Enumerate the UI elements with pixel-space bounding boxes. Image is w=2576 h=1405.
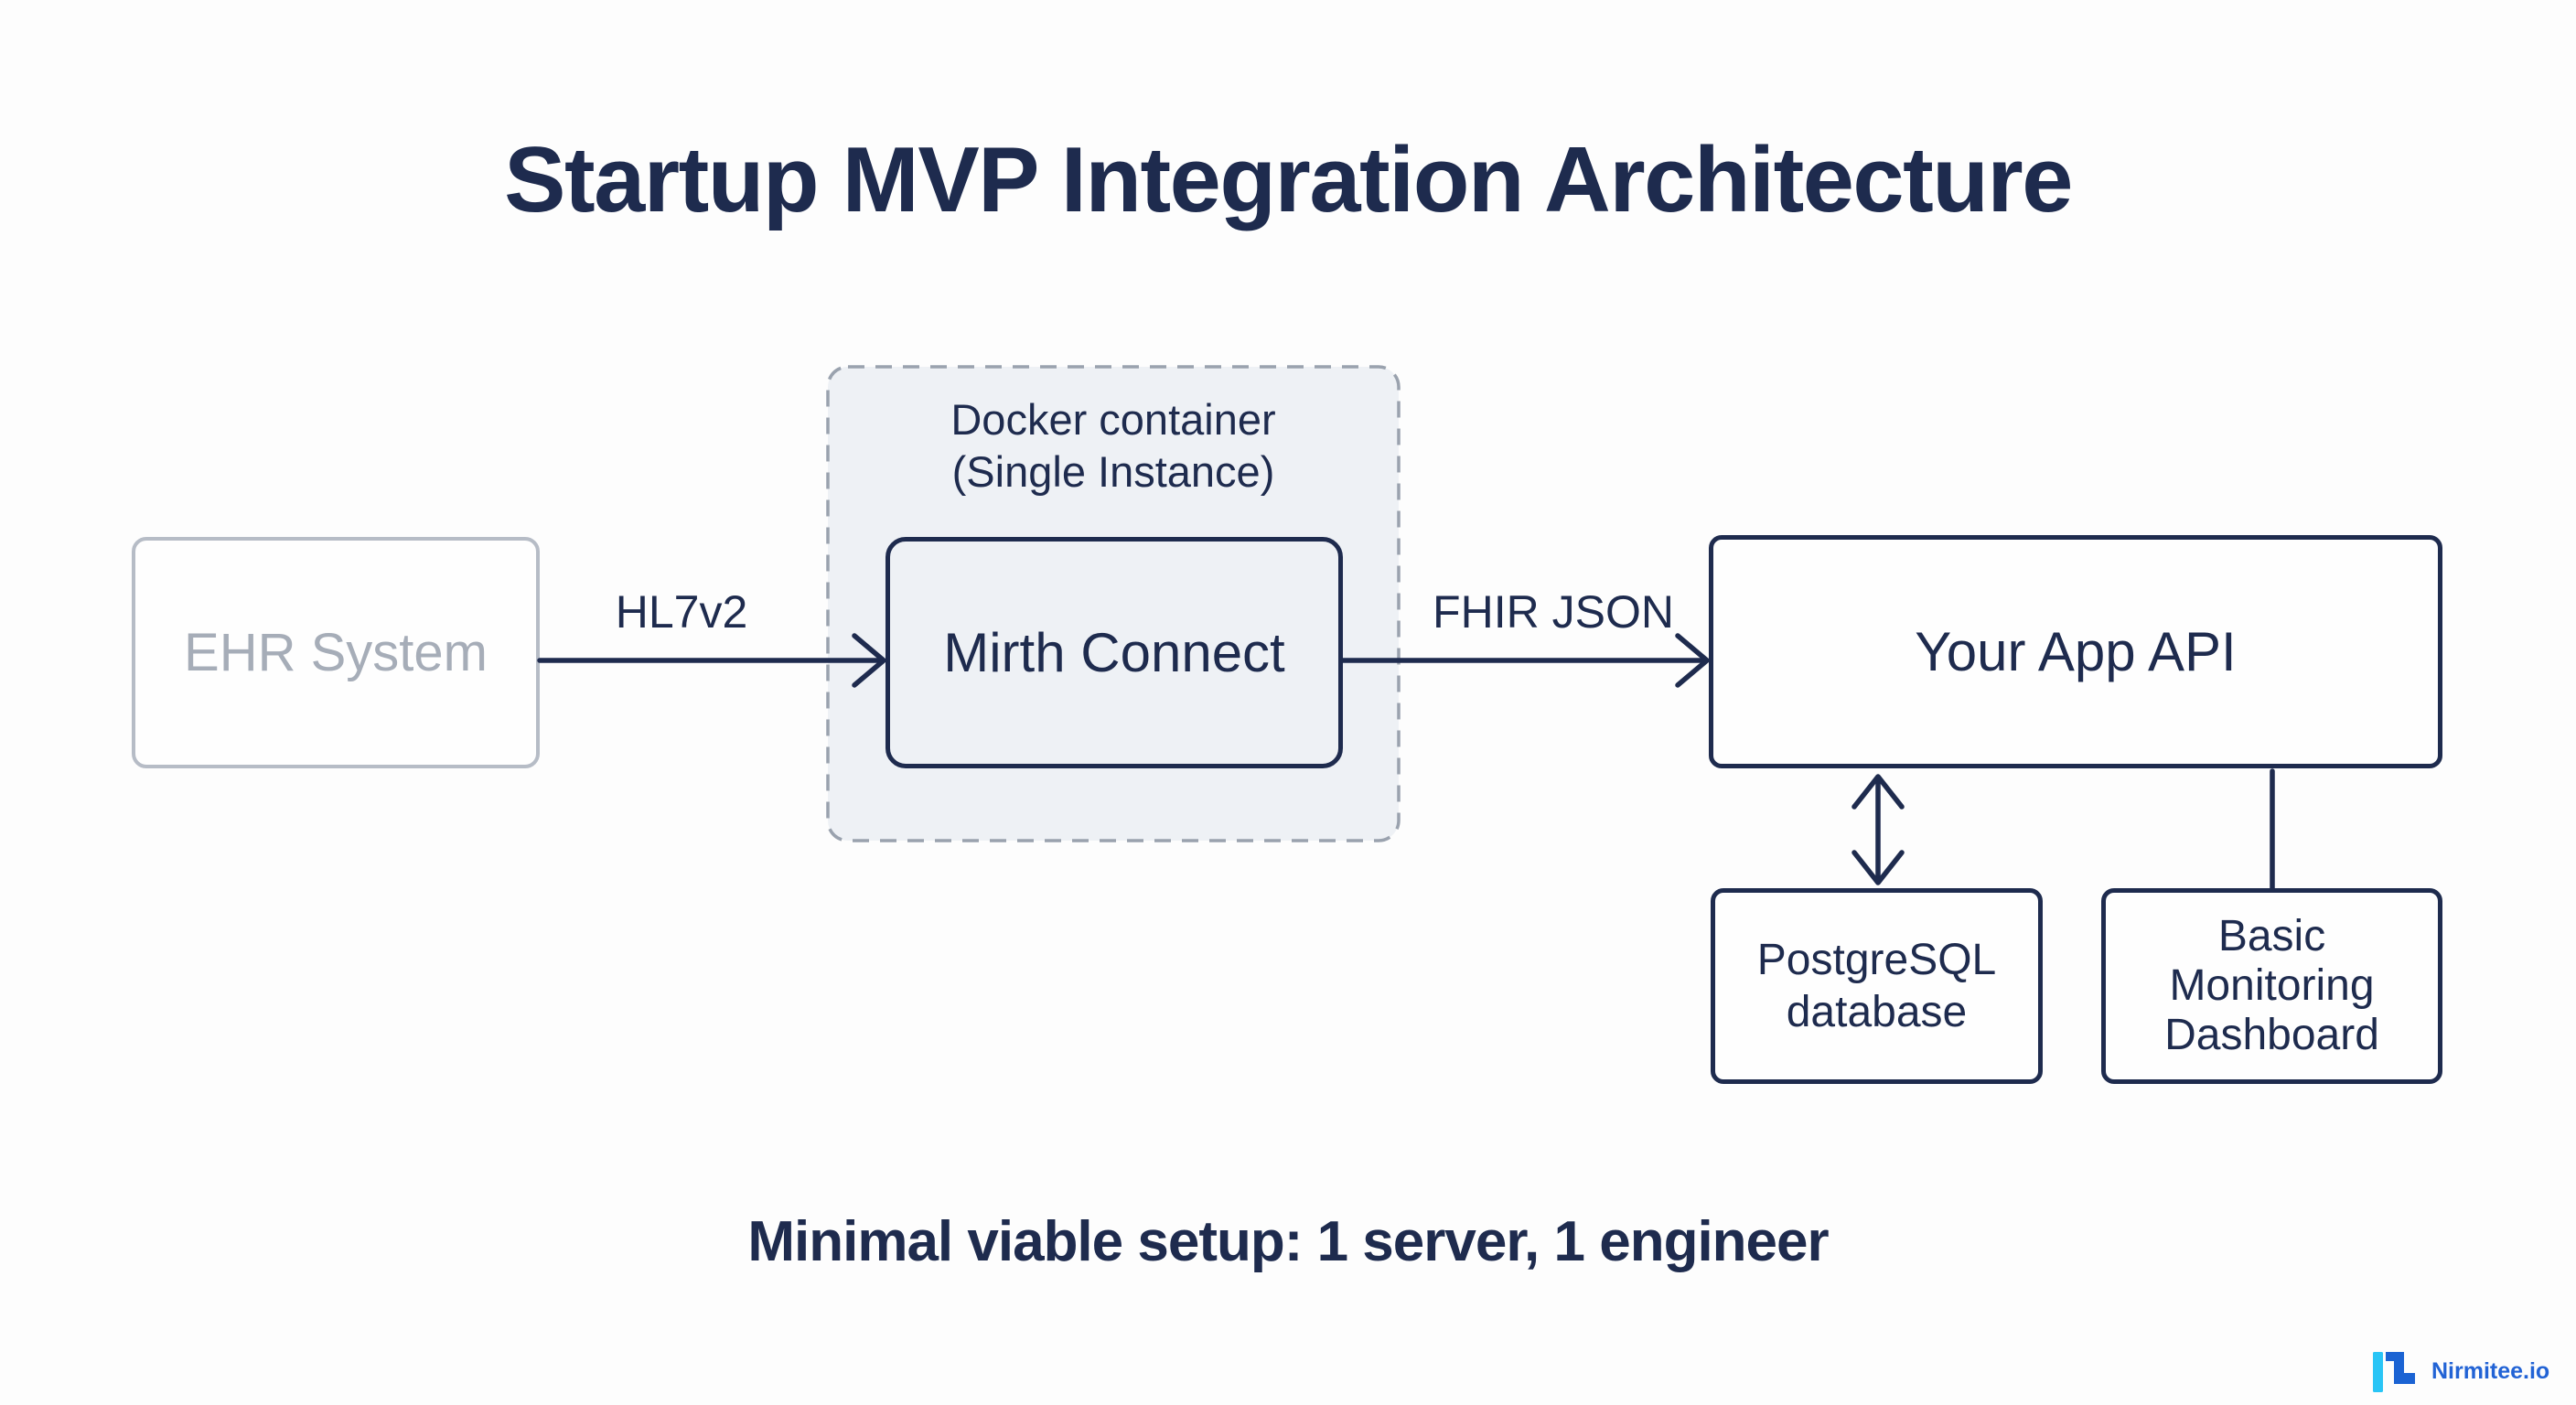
postgres-label-line1: PostgreSQL (1756, 936, 1997, 984)
page-title: Startup MVP Integration Architecture (504, 129, 2073, 231)
node-label-mirth-connect: Mirth Connect (943, 622, 1285, 683)
node-mirth-connect: Mirth Connect (886, 537, 1343, 768)
arrowhead-ehr-to-mirth (852, 633, 886, 688)
arrowhead-mirth-to-app (1675, 633, 1710, 688)
brand-name: Nirmitee.io (2431, 1357, 2550, 1384)
node-label-your-app-api: Your App API (1915, 621, 2237, 682)
node-label-ehr-system: EHR System (184, 623, 488, 682)
docker-container-label: Docker container (Single Instance) (826, 393, 1401, 498)
edge-label-fhir-json: FHIR JSON (1433, 586, 1674, 638)
arrowhead-app-to-postgres-up (1852, 774, 1905, 810)
node-your-app-api: Your App API (1709, 535, 2442, 768)
node-ehr-system: EHR System (132, 537, 540, 768)
brand-logo: Nirmitee.io (2373, 1349, 2549, 1393)
nirmitee-logo-icon (2373, 1352, 2415, 1392)
docker-label-line1: Docker container (950, 395, 1276, 444)
node-postgresql-database: PostgreSQL database (1711, 888, 2043, 1084)
caption-text: Minimal viable setup: 1 server, 1 engine… (747, 1210, 1829, 1273)
monitoring-label-line3: Dashboard (2164, 1011, 2379, 1059)
arrowhead-app-to-postgres-down (1852, 850, 1905, 885)
postgres-label-line2: database (1786, 988, 1968, 1036)
docker-label-line2: (Single Instance) (951, 447, 1275, 496)
monitoring-label-line2: Monitoring (2169, 961, 2375, 1010)
edge-label-hl7v2: HL7v2 (615, 586, 748, 638)
monitoring-label-line1: Basic (2217, 912, 2326, 960)
